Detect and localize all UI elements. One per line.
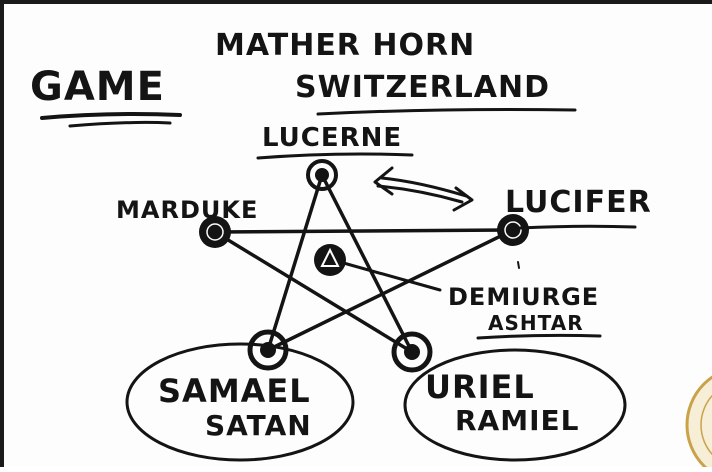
game-underline-1 xyxy=(40,112,182,120)
ink-mark xyxy=(517,261,520,269)
edge-top-bottomright xyxy=(320,173,414,354)
node-left-label: MARDUKE xyxy=(116,196,258,224)
left-border xyxy=(0,0,4,467)
pentagram-lines xyxy=(213,173,515,354)
node-right-label: LUCIFER xyxy=(505,185,652,220)
seal-watermark xyxy=(685,375,712,472)
node-top-label: LUCERNE xyxy=(262,123,402,153)
game-underline-2 xyxy=(68,120,172,128)
node-bottomleft-label-line1: SAMAEL xyxy=(158,372,311,410)
game-label: GAME xyxy=(30,64,165,110)
bottomleft-ellipse xyxy=(125,342,355,462)
bottomright-ellipse xyxy=(403,348,627,462)
edge-left-bottomright xyxy=(213,230,414,354)
place-line1: MATHER HORN xyxy=(215,28,475,63)
pointer-to-demiurge xyxy=(338,260,442,292)
edge-left-right xyxy=(213,228,515,234)
place-underline xyxy=(316,108,577,116)
node-center-marker xyxy=(314,244,346,276)
node-center-label-line2: ASHTAR xyxy=(488,311,584,335)
top-border xyxy=(0,0,712,4)
node-bottomleft-label-line2: SATAN xyxy=(205,409,312,442)
demiurge-underline xyxy=(476,333,602,340)
place-line2: SWITZERLAND xyxy=(295,70,550,105)
lucifer-underline xyxy=(518,224,637,230)
node-bottomright-label-line2: RAMIEL xyxy=(455,404,579,437)
node-bottomright-label-line1: URIEL xyxy=(425,368,535,406)
node-center-label-line1: DEMIURGE xyxy=(448,283,599,311)
node-bottomleft-marker xyxy=(247,329,289,371)
node-bottomright-marker xyxy=(391,331,433,373)
node-left-marker xyxy=(199,216,231,248)
node-top-marker xyxy=(306,159,338,191)
edge-top-bottomleft xyxy=(266,173,324,352)
edge-right-bottomleft xyxy=(266,228,515,352)
lucerne-underline xyxy=(256,152,414,160)
double-arrow xyxy=(373,166,474,212)
node-right-marker xyxy=(497,214,529,246)
